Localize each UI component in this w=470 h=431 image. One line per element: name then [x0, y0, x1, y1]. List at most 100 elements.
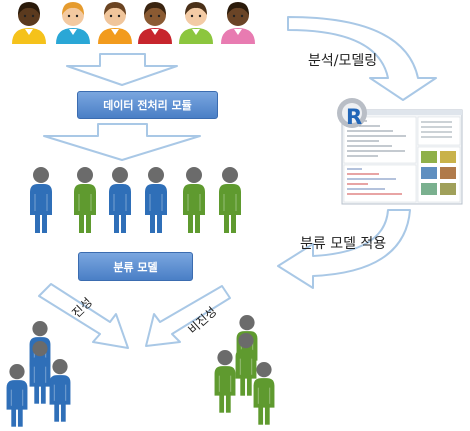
person-left-leg: [34, 384, 40, 404]
person-right-leg: [264, 405, 270, 425]
person-torso: [235, 349, 257, 379]
person-right-leg: [195, 213, 200, 233]
apply-flow-arrow: [277, 209, 411, 289]
avatar-face: [227, 4, 249, 26]
avatar-shirt: [56, 28, 90, 44]
avatar-face: [185, 4, 207, 26]
avatar-eye: [31, 14, 35, 18]
avatar-collar: [111, 29, 119, 35]
r-plot-thumb: [440, 183, 456, 195]
person-right-leg: [225, 393, 231, 413]
preprocess-box: 데이터 전처리 모듈: [77, 91, 218, 119]
avatar-face: [18, 4, 40, 26]
avatar-hair: [18, 2, 40, 15]
preprocess-box-label: 데이터 전처리 모듈: [103, 99, 192, 112]
avatar-person-5: [179, 2, 213, 44]
negative-person-3: [253, 362, 275, 425]
person-left-leg: [219, 393, 225, 413]
mixed-person-1: [30, 167, 52, 233]
person-torso: [109, 184, 131, 215]
apply-label: 분류 모델 적용: [300, 236, 387, 252]
avatar-shirt: [138, 28, 172, 44]
r-logo-letter: R: [346, 105, 362, 129]
avatar-shirt: [179, 28, 213, 44]
r-plot-thumb: [440, 151, 456, 163]
avatar-eye: [117, 14, 121, 18]
mixed-person-2: [74, 167, 96, 233]
r-environment-pane: [417, 116, 461, 146]
person-torso: [30, 184, 52, 215]
person-head: [148, 167, 164, 183]
negative-person-2: [214, 350, 236, 413]
mixed-person-4: [145, 167, 167, 233]
positive-person-4: [29, 341, 51, 404]
avatar-collar: [69, 29, 77, 35]
r-plot-thumb: [421, 167, 437, 179]
avatar-eye: [190, 14, 194, 18]
person-right-leg: [42, 213, 47, 233]
avatar-eye: [157, 14, 161, 18]
analysis-label: 분석/모델링: [308, 53, 378, 69]
person-head: [239, 315, 255, 331]
person-torso: [6, 380, 28, 410]
person-right-leg: [60, 402, 66, 422]
avatar-eye: [198, 14, 202, 18]
person-head: [33, 167, 49, 183]
person-head: [238, 333, 254, 349]
positive-person-2: [49, 359, 71, 422]
avatar-hair: [227, 2, 249, 15]
avatar-collar: [234, 29, 242, 35]
person-left-leg: [224, 213, 229, 233]
person-left-leg: [11, 407, 17, 427]
person-head: [77, 167, 93, 183]
person-right-leg: [246, 376, 252, 396]
avatar-shirt: [12, 28, 46, 44]
positive-split-arrow: [38, 283, 129, 349]
avatar-collar: [151, 29, 159, 35]
person-left-leg: [240, 376, 246, 396]
avatar-face: [62, 4, 84, 26]
avatar-person-4: [138, 2, 172, 44]
person-torso: [214, 366, 236, 396]
person-left-leg: [54, 402, 60, 422]
person-left-leg: [79, 213, 84, 233]
person-torso: [145, 184, 167, 215]
avatar-collar: [192, 29, 200, 35]
avatar-hair: [144, 2, 166, 15]
person-torso: [253, 378, 275, 408]
person-right-leg: [40, 384, 46, 404]
person-head: [222, 167, 238, 183]
r-logo-inner: [342, 103, 362, 123]
person-head: [217, 350, 233, 366]
person-head: [256, 362, 272, 378]
person-torso: [74, 184, 96, 215]
person-left-leg: [114, 213, 119, 233]
analysis-flow-arrow: [287, 16, 437, 101]
person-torso: [183, 184, 205, 215]
avatar-face: [104, 4, 126, 26]
r-plot-thumb: [421, 183, 437, 195]
r-plot-thumb: [440, 167, 456, 179]
mixed-person-3: [109, 167, 131, 233]
person-torso: [49, 375, 71, 405]
avatar-eye: [240, 14, 244, 18]
r-window-titlebar: [342, 110, 462, 115]
person-head: [32, 321, 48, 337]
classify-box-label: 분류 모델: [113, 260, 158, 274]
down-arrow-1: [66, 53, 178, 86]
person-head: [32, 341, 48, 357]
avatar-eye: [23, 14, 27, 18]
person-head: [52, 359, 68, 375]
avatar-eye: [109, 14, 113, 18]
person-right-leg: [121, 213, 126, 233]
positive-person-3: [6, 364, 28, 427]
avatar-face: [144, 4, 166, 26]
down-arrow-2: [43, 123, 201, 161]
avatar-hair: [104, 2, 126, 15]
person-head: [9, 364, 25, 380]
person-left-leg: [188, 213, 193, 233]
person-torso: [29, 357, 51, 387]
person-right-leg: [231, 213, 236, 233]
